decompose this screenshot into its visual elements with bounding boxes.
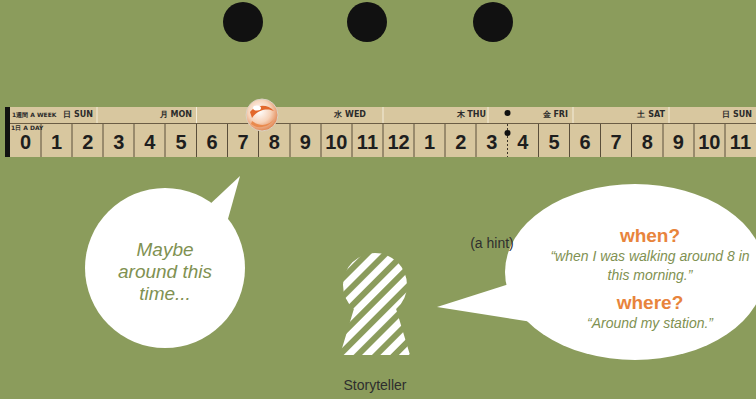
bubble-text: Maybe around this time... [115,239,215,305]
hour-number: 1 [41,126,72,157]
speech-bubble: Maybe around this time... [85,188,245,348]
hour-number: 11 [352,126,383,157]
hour-number: 6 [569,126,600,157]
hint-bubble: when?“when I was walking around 8 in thi… [505,184,756,360]
weekday-label: 木 THU [426,107,486,123]
marble-shine [253,106,261,111]
hour-number: 12 [383,126,414,157]
black-dot [223,2,263,42]
week-dividers [97,107,669,123]
storyteller-icon [335,248,415,358]
quote-text: “Around my station.” [550,314,750,333]
hour-number: 5 [538,126,569,157]
hour-grid [41,124,725,157]
now-line [507,124,508,157]
weekday-label: 月 MON [132,107,192,123]
bubble-shape [505,184,756,360]
marble [246,99,278,131]
week-caption: 1週間 A WEEK [12,110,56,120]
weekday-label: 水 WED [306,107,366,123]
black-dot [347,2,387,42]
question-heading: where? [550,291,750,314]
text-block: Maybe around this time... [115,239,215,305]
hour-number: 2 [445,126,476,157]
hour-number: 1 [414,126,445,157]
hour-number: 5 [165,126,196,157]
hour-number: 3 [476,126,507,157]
row-line [10,123,756,124]
now-dot [505,110,511,116]
hour-number: 3 [103,126,134,157]
hour-number: 0 [10,126,41,157]
marble-body [246,99,278,131]
hour-number: 9 [663,126,694,157]
hour-number: 11 [725,126,756,157]
storyteller-label: Storyteller [315,376,435,394]
hour-number: 6 [196,126,227,157]
weekday-label: 土 SAT [605,107,665,123]
hour-number: 10 [321,126,352,157]
timeline-bar [5,107,756,157]
hour-number: 8 [632,126,663,157]
marble-swirl [251,119,274,127]
hour-number: 7 [601,126,632,157]
weekday-label: 日 SUN [692,107,752,123]
timeline-start [5,107,10,157]
hour-number: 7 [228,126,259,157]
weekday-label: 金 FRI [508,107,568,123]
question-heading: when? [550,224,750,247]
black-dot [473,2,513,42]
hour-number: 10 [694,126,725,157]
now-dot [505,130,511,136]
hour-number: 2 [72,126,103,157]
hour-number: 4 [507,126,538,157]
hint-note: (a hint) [442,234,542,252]
text-block: when?“when I was walking around 8 in thi… [550,224,750,333]
hour-number: 8 [259,126,290,157]
bubble-shape [85,188,245,348]
hour-number: 9 [290,126,321,157]
weekday-label: 日 SUN [33,107,93,123]
hour-number: 4 [134,126,165,157]
marble-swirl [250,106,274,118]
quote-text: “when I was walking around 8 in this mor… [550,247,750,285]
